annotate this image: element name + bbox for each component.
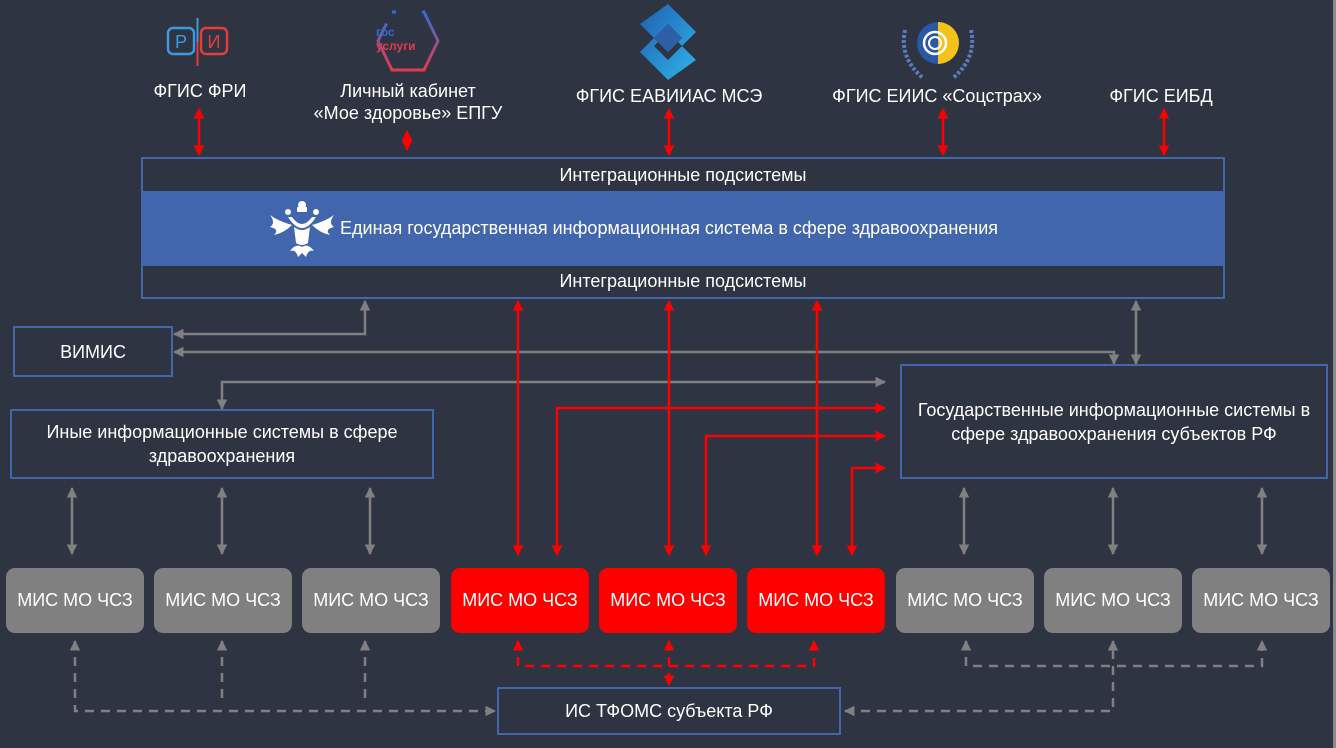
mis-node-2[interactable]: МИС МО ЧСЗ (154, 568, 292, 633)
regional-gis-box[interactable]: Государственные информационные системы в… (900, 364, 1328, 479)
fri-logo-letter-r: Р (175, 32, 187, 52)
egisz-title: Единая государственная информационная си… (340, 218, 999, 238)
label-fgis-fri: ФГИС ФРИ (153, 81, 247, 101)
msei-logo-icon (640, 4, 696, 80)
gosuslugi-logo-icon: гос услуги (376, 10, 440, 72)
mis-node-6-highlighted[interactable]: МИС МО ЧСЗ (747, 568, 885, 633)
fri-logo-letter-i: И (208, 32, 221, 52)
other-is-box[interactable]: Иные информационные системы в сфере здра… (10, 409, 434, 479)
label-fgis-msei: ФГИС ЕАВИИАС МСЭ (575, 86, 763, 106)
mis-node-3[interactable]: МИС МО ЧСЗ (302, 568, 440, 633)
mis-node-8[interactable]: МИС МО ЧСЗ (1044, 568, 1182, 633)
label-fgis-eibd: ФГИС ЕИБД (1109, 86, 1213, 106)
gosuslugi-logo-uslugi: услуги (376, 39, 416, 53)
label-epgu-line-1: Личный кабинет (340, 81, 476, 101)
egisz-block[interactable] (141, 157, 1225, 299)
label-epgu: Личный кабинет «Мое здоровье» ЕПГУ (290, 80, 526, 124)
mis-node-5-highlighted[interactable]: МИС МО ЧСЗ (599, 568, 737, 633)
russian-eagle-emblem-icon (270, 201, 334, 257)
right-edge-divider (1333, 0, 1336, 748)
fri-logo-icon: Р И (166, 18, 229, 66)
egisz-integration-top: Интеграционные подсистемы (559, 164, 807, 185)
mis-node-7[interactable]: МИС МО ЧСЗ (896, 568, 1034, 633)
vimis-box[interactable]: ВИМИС (13, 326, 173, 377)
fss-logo-icon (901, 22, 975, 80)
tfoms-box[interactable]: ИС ТФОМС субъекта РФ (497, 687, 841, 735)
egisz-integration-bottom: Интеграционные подсистемы (559, 271, 807, 291)
gosuslugi-logo-gos: гос (376, 25, 395, 39)
mis-node-9[interactable]: МИС МО ЧСЗ (1192, 568, 1330, 633)
mis-node-4-highlighted[interactable]: МИС МО ЧСЗ (451, 568, 589, 633)
mis-node-1[interactable]: МИС МО ЧСЗ (6, 568, 144, 633)
label-fgis-socstrah: ФГИС ЕИИС «Соцстрах» (832, 86, 1042, 106)
label-epgu-line-2: «Мое здоровье» ЕПГУ (313, 103, 503, 123)
